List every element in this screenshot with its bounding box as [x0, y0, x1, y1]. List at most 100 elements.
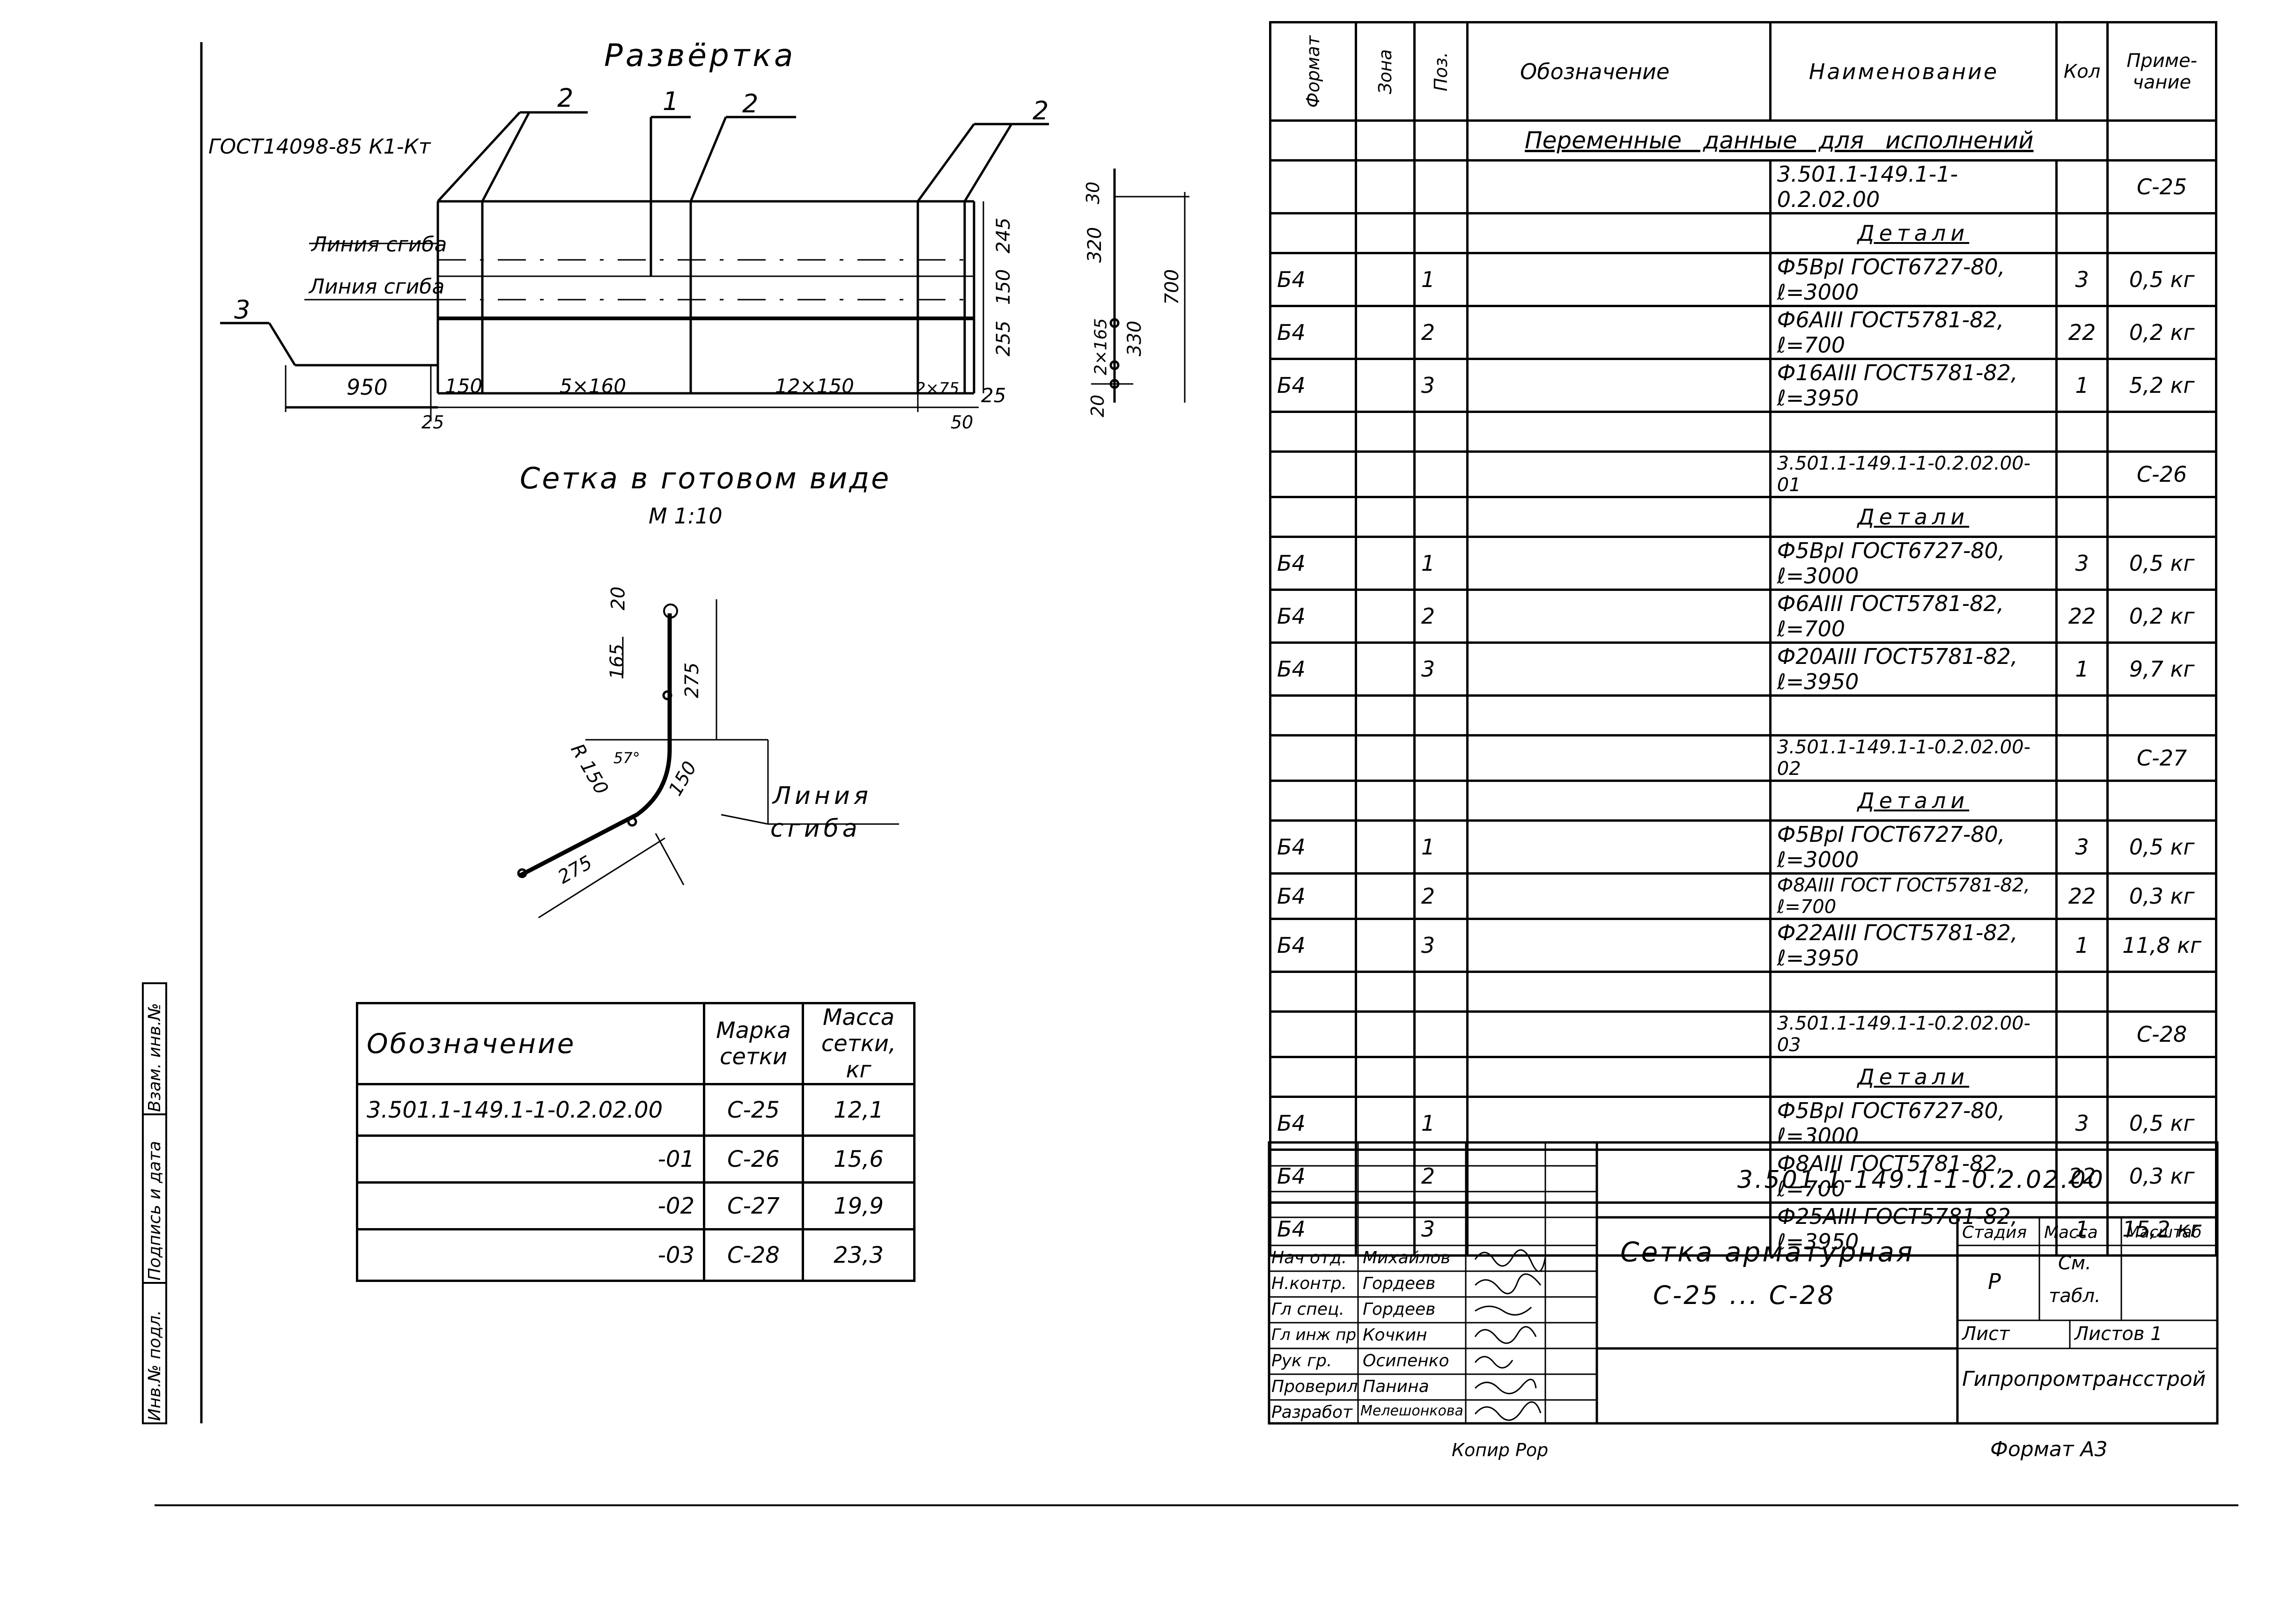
- mass-table: Обозначение Марка сетки Масса сетки, кг …: [356, 1002, 915, 1282]
- spec-cell: Б4: [1269, 1201, 1358, 1257]
- spec-row: Б4 1 Ф5ВрI ГОСТ6727-80, ℓ=3000 3 0,5 кг: [1269, 252, 2217, 307]
- position-label: 2: [1033, 96, 1049, 125]
- spec-row: 3.501.1-149.1-1-0.2.02.00-03 С-28: [1269, 1010, 2217, 1058]
- spec-cell: 1: [2055, 641, 2109, 697]
- dim-label: 25: [421, 412, 444, 433]
- spec-cell: 0,5 кг: [2106, 252, 2217, 307]
- spec-header-zone: Зона: [1355, 21, 1416, 122]
- spec-cell: Ф5ВрI ГОСТ6727-80, ℓ=3000: [1769, 819, 2058, 875]
- spec-row: Б4 2 Ф8АIII ГОСТ ГОСТ5781-82, ℓ=700 22 0…: [1269, 872, 2217, 920]
- spec-cell: 0,2 кг: [2106, 305, 2217, 360]
- spec-cell: Ф16АIII ГОСТ5781-82, ℓ=3950: [1769, 358, 2058, 413]
- spec-cell: Ф8АIII ГОСТ ГОСТ5781-82, ℓ=700: [1769, 872, 2058, 920]
- spec-cell: Б4: [1269, 872, 1358, 920]
- mass-table-cell: С-28: [703, 1228, 804, 1282]
- spec-row: Б4 3 Ф16АIII ГОСТ5781-82, ℓ=3950 1 5,2 к…: [1269, 358, 2217, 413]
- signature-icon: [1474, 1378, 1537, 1394]
- spec-cell: 3: [2055, 819, 2109, 875]
- mass-table-cell: С-26: [703, 1134, 804, 1184]
- gost-note: ГОСТ14098-85 К1-Кт: [208, 135, 431, 159]
- mass-table-header: Марка сетки: [703, 1002, 804, 1085]
- spec-header-pos: Поз.: [1413, 21, 1469, 122]
- mass-table-cell: 19,9: [802, 1181, 915, 1230]
- scale-label: М 1:10: [649, 503, 723, 529]
- position-label: 2: [557, 83, 574, 113]
- section-bend-label-1: Линия: [773, 782, 872, 810]
- mass-value-2: табл.: [2049, 1285, 2101, 1307]
- mass-table-cell: С-27: [703, 1181, 804, 1230]
- spec-section: Детали: [1769, 1056, 2058, 1098]
- mass-table-cell: 12,1: [802, 1083, 915, 1137]
- spec-header-name: Наименование: [1769, 21, 2058, 122]
- spec-cell: Ф22АIII ГОСТ5781-82, ℓ=3950: [1769, 918, 2058, 973]
- spec-row: Детали: [1269, 212, 2217, 254]
- spec-row: Детали: [1269, 496, 2217, 538]
- spec-cell: 1: [1413, 819, 1469, 875]
- spec-cell: Б4: [1269, 252, 1358, 307]
- mass-table-row: 3.501.1-149.1-1-0.2.02.00 С-25 12,1: [356, 1083, 915, 1137]
- spec-cell: 3: [1413, 918, 1469, 973]
- spec-cell: Ф6АIII ГОСТ5781-82, ℓ=700: [1769, 589, 2058, 644]
- spec-cell: 1: [2055, 1201, 2109, 1257]
- staff-role: Нач отд.: [1271, 1248, 1347, 1267]
- spec-cell: 1: [1413, 536, 1469, 591]
- spec-cell: 0,3 кг: [2106, 1149, 2217, 1204]
- organization: Гипропромтрансстрой: [1962, 1367, 2206, 1391]
- mass-table-cell: -02: [356, 1181, 705, 1230]
- spec-cell: 0,5 кг: [2106, 536, 2217, 591]
- spec-cell: Б4: [1269, 358, 1358, 413]
- spec-cell: Б4: [1269, 536, 1358, 591]
- signature-icon: [1474, 1249, 1546, 1272]
- spec-doc: 3.501.1-149.1-1-0.2.02.00-03: [1769, 1010, 2058, 1058]
- position-label: 2: [742, 89, 759, 118]
- spec-row: Б4 2 Ф6АIII ГОСТ5781-82, ℓ=700 22 0,2 кг: [1269, 589, 2217, 644]
- staff-name: Панина: [1363, 1377, 1429, 1396]
- spec-row: Б4 2 Ф8АIII ГОСТ5781-82, ℓ=700 22 0,3 кг: [1269, 1149, 2217, 1204]
- dim-label: 57°: [613, 749, 640, 767]
- spec-cell: Б4: [1269, 1149, 1358, 1204]
- spec-doc: 3.501.1-149.1-1-0.2.02.00-02: [1769, 734, 2058, 782]
- spec-cell: 0,2 кг: [2106, 589, 2217, 644]
- spec-row: Б4 1 Ф5ВрI ГОСТ6727-80, ℓ=3000 3 0,5 кг: [1269, 819, 2217, 875]
- spec-cell: 0,3 кг: [2106, 872, 2217, 920]
- spec-cell: 22: [2055, 1149, 2109, 1204]
- mass-table-header: Обозначение: [356, 1002, 705, 1085]
- spec-row: Б4 3 Ф20АIII ГОСТ5781-82, ℓ=3950 1 9,7 к…: [1269, 641, 2217, 697]
- spec-cell: 3: [1413, 1201, 1469, 1257]
- spec-cell: 3: [2055, 252, 2109, 307]
- staff-role: Н.контр.: [1271, 1274, 1347, 1293]
- spec-cell: 22: [2055, 589, 2109, 644]
- stage-value: Р: [1988, 1269, 2001, 1294]
- staff-name: Гордеев: [1363, 1274, 1436, 1293]
- stage-header: Стадия: [1962, 1223, 2027, 1242]
- mass-table-row: -01 С-26 15,6: [356, 1134, 915, 1184]
- spec-cell: Ф5ВрI ГОСТ6727-80, ℓ=3000: [1769, 252, 2058, 307]
- spec-cell: Б4: [1269, 819, 1358, 875]
- section-bend-label-2: сгиба: [770, 815, 861, 843]
- spec-section: Детали: [1769, 212, 2058, 254]
- variable-data-title: Переменные данные для исполнений: [1466, 119, 2109, 162]
- signature-icon: [1474, 1326, 1537, 1344]
- spec-cell: 3: [1413, 358, 1469, 413]
- bend-line-label-1: Линия сгиба: [311, 233, 447, 257]
- staff-role: Гл спец.: [1271, 1300, 1344, 1319]
- mass-value-1: См.: [2058, 1252, 2091, 1274]
- spec-cell: Ф6АIII ГОСТ5781-82, ℓ=700: [1769, 305, 2058, 360]
- spec-cell: 15,2 кг: [2106, 1201, 2217, 1257]
- staff-role: Разработ: [1271, 1403, 1353, 1422]
- spec-row: 3.501.1-149.1-1-0.2.02.00 С-25: [1269, 159, 2217, 214]
- mass-table-cell: -01: [356, 1134, 705, 1184]
- signature-icon: [1474, 1356, 1513, 1369]
- spec-note: С-27: [2106, 734, 2217, 782]
- sheets-header: Листов 1: [2075, 1323, 2163, 1345]
- spec-cell: 22: [2055, 872, 2109, 920]
- spec-note: С-28: [2106, 1010, 2217, 1058]
- spec-row: [1269, 411, 2217, 453]
- spec-row: Б4 1 Ф5ВрI ГОСТ6727-80, ℓ=3000 3 0,5 кг: [1269, 536, 2217, 591]
- mass-header: Масса: [2044, 1223, 2098, 1242]
- mass-table-cell: 23,3: [802, 1228, 915, 1282]
- spec-cell: 1: [1413, 252, 1469, 307]
- spec-section: Детали: [1769, 496, 2058, 538]
